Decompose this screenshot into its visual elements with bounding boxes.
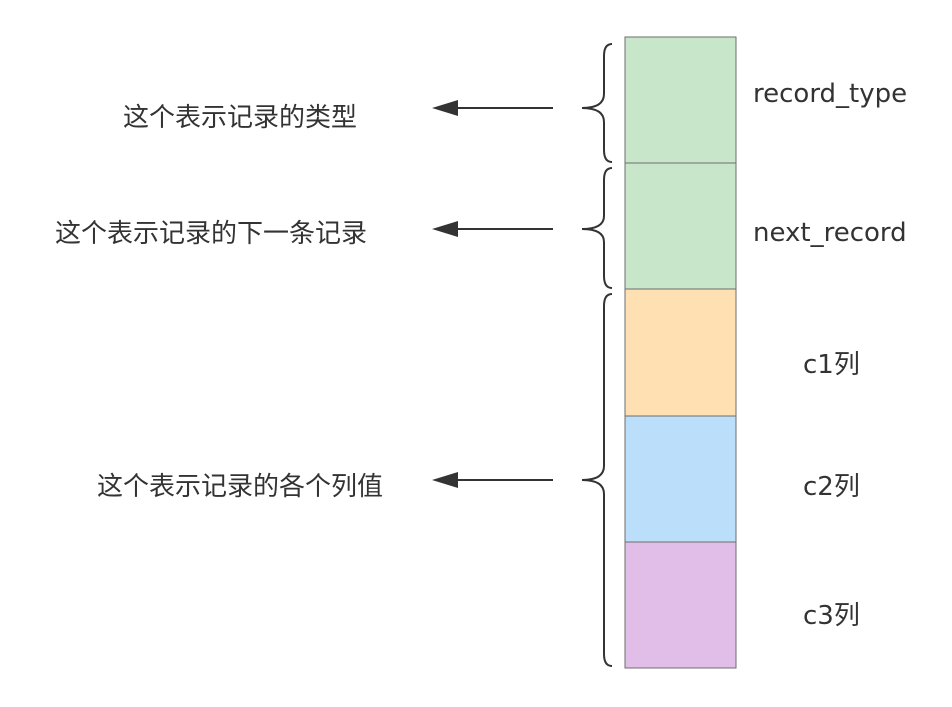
- label-c3: c3列: [803, 601, 860, 631]
- braces: [581, 43, 613, 667]
- block-record-type: [624, 36, 737, 164]
- label-c2: c2列: [803, 472, 860, 502]
- record-stack: [624, 36, 737, 669]
- annotation-columns: 这个表示记录的各个列值: [97, 472, 383, 502]
- brace-columns: [581, 293, 613, 667]
- label-next-record: next_record: [753, 218, 907, 248]
- block-c3: [624, 541, 737, 669]
- field-labels: record_type next_record c1列 c2列 c3列: [753, 79, 907, 631]
- label-record-type: record_type: [753, 79, 907, 109]
- arrow-columns: [432, 472, 553, 488]
- block-c2: [624, 415, 737, 543]
- block-next-record: [624, 162, 737, 290]
- label-c1: c1列: [803, 350, 860, 380]
- arrows: [432, 100, 553, 488]
- arrow-type: [432, 100, 553, 116]
- annotation-next: 这个表示记录的下一条记录: [55, 219, 367, 249]
- annotations: 这个表示记录的类型 这个表示记录的下一条记录 这个表示记录的各个列值: [55, 103, 383, 502]
- annotation-type: 这个表示记录的类型: [123, 103, 357, 133]
- brace-record-type: [581, 43, 613, 163]
- block-c1: [624, 288, 737, 417]
- arrow-next: [432, 221, 553, 237]
- brace-next-record: [581, 167, 613, 289]
